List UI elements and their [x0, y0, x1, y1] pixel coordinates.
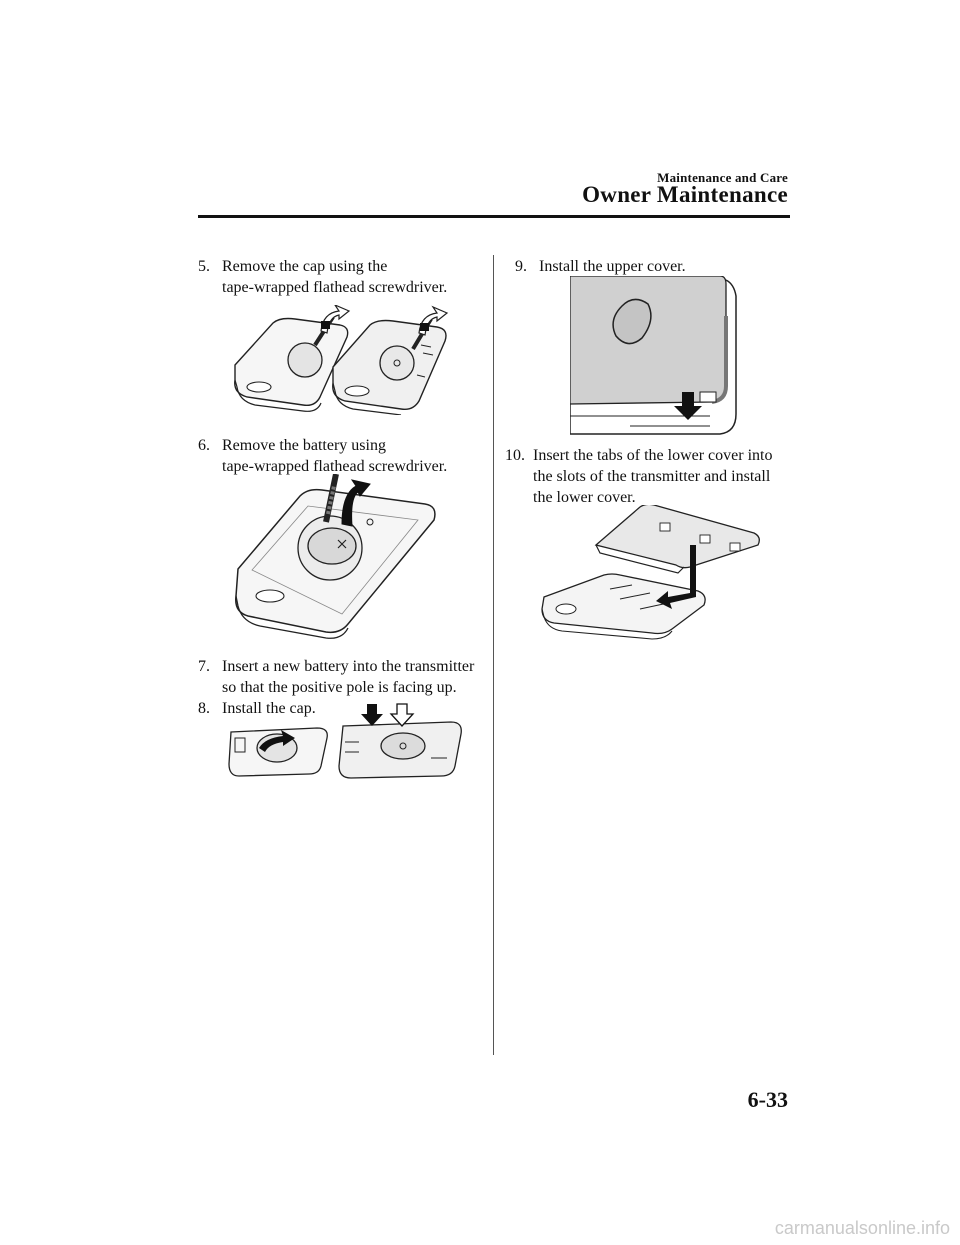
battery-cap: [287, 342, 323, 378]
cap-removal-figure: [234, 305, 449, 415]
transmitter-body: [541, 573, 706, 635]
step-text-line: so that the positive pole is facing up.: [222, 679, 457, 696]
lower-cover-shape: [594, 505, 760, 569]
battery-cell: [379, 345, 415, 381]
fob-slot: [344, 385, 370, 397]
battery-pole: [393, 359, 401, 367]
arrow-shape: [341, 479, 371, 527]
transmitter-body: [570, 279, 737, 435]
step-text-line: Remove the battery using: [222, 437, 386, 454]
lower-cover-install-figure: [541, 505, 760, 640]
tab-detail: [699, 391, 717, 403]
arrow-shape: [259, 730, 295, 752]
tab-detail: [659, 522, 671, 532]
upper-cover-install-figure: [570, 276, 737, 435]
step-9: 9. Install the upper cover.: [515, 256, 795, 278]
step-7: 7. Insert a new battery into the transmi…: [198, 656, 488, 700]
battery-removal-figure: [235, 474, 436, 639]
circuit-detail: [416, 344, 434, 378]
arrow-shape: [361, 704, 383, 726]
step-text-line: the lower cover.: [533, 489, 636, 506]
header-rule: [198, 215, 790, 218]
key-fob-edge: [234, 379, 322, 412]
arrow-shape: [656, 545, 696, 609]
step-text: Install the upper cover.: [539, 258, 686, 275]
step-text: Insert the tabs of the lower cover into …: [533, 445, 793, 508]
step-number: 10.: [505, 447, 525, 464]
step-text: Insert a new battery into the transmitte…: [222, 656, 494, 698]
fob-detail: [234, 737, 246, 753]
battery-cap: [380, 732, 426, 760]
fob-inner-edge: [251, 505, 419, 615]
positive-mark: [337, 539, 347, 549]
tab-detail: [699, 534, 711, 544]
page-number: 6-33: [747, 1087, 788, 1112]
step-text-line: Insert a new battery into the transmitte…: [222, 658, 475, 675]
step-5: 5. Remove the cap using the tape-wrapped…: [198, 256, 478, 300]
step-6: 6. Remove the battery using tape-wrapped…: [198, 435, 478, 479]
step-number: 7.: [198, 658, 210, 675]
watermark: carmanualsonline.info: [774, 1218, 950, 1238]
step-text-line: tape-wrapped flathead screwdriver.: [222, 458, 448, 475]
step-number: 5.: [198, 258, 210, 275]
section-label: Maintenance and Care: [657, 170, 788, 185]
fob-slot: [246, 381, 272, 393]
step-text: Install the cap.: [222, 700, 316, 717]
step-text: Remove the battery using tape-wrapped fl…: [222, 435, 492, 477]
step-number: 9.: [515, 258, 527, 275]
step-text-line: Remove the cap using the: [222, 258, 388, 275]
step-text: Remove the cap using the tape-wrapped fl…: [222, 256, 492, 298]
step-text-line: tape-wrapped flathead screwdriver.: [222, 279, 448, 296]
battery-pole: [399, 742, 407, 750]
tape-shape: [420, 323, 429, 331]
key-fob-edge: [332, 382, 402, 415]
step-8: 8. Install the cap.: [198, 698, 478, 720]
step-text-line: the slots of the transmitter and install: [533, 468, 771, 485]
circuit-detail: [345, 741, 447, 759]
arrow-shape: [674, 392, 702, 420]
step-text-line: Insert the tabs of the lower cover into: [533, 447, 773, 464]
arrow-shape: [389, 703, 415, 727]
fob-slot: [255, 589, 285, 603]
battery-cell: [307, 527, 357, 565]
cover-button: [612, 298, 652, 345]
fob-slot: [555, 603, 577, 615]
upper-cover-shape: [570, 276, 727, 405]
column-divider: [493, 255, 494, 1055]
page-title: Owner Maintenance: [582, 182, 788, 207]
step-10: 10. Insert the tabs of the lower cover i…: [505, 445, 795, 511]
key-fob-edge: [235, 595, 349, 639]
lower-cover-edge: [595, 544, 685, 574]
tape-shape: [321, 321, 330, 329]
tab-detail: [729, 542, 741, 552]
transmitter-edge: [541, 608, 673, 640]
cap-install-figure: [228, 703, 462, 779]
step-number: 8.: [198, 700, 210, 717]
step-number: 6.: [198, 437, 210, 454]
holder-detail: [366, 518, 374, 526]
